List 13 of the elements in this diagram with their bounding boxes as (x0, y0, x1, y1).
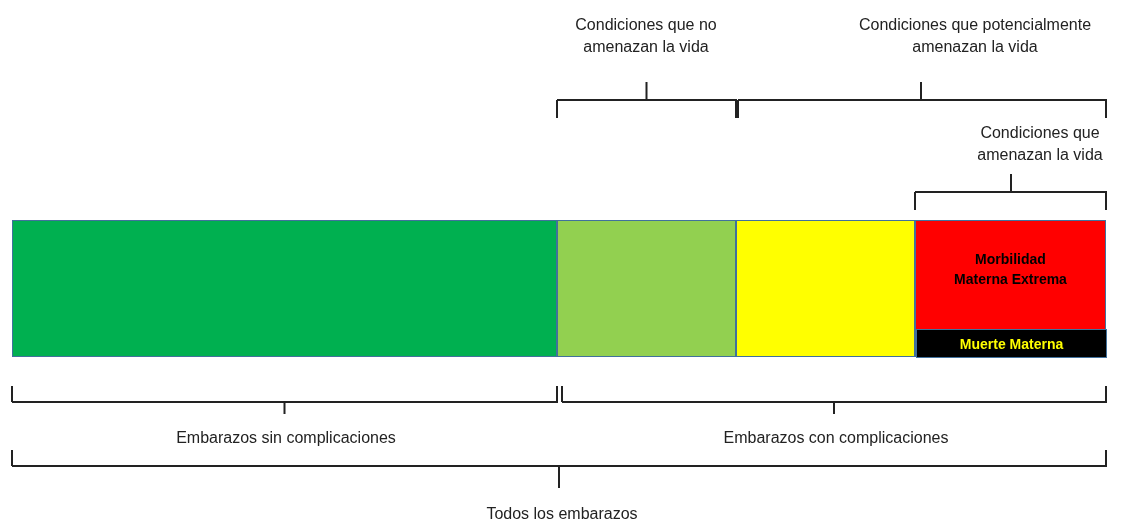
bar-segment (916, 329, 1107, 358)
bracket-label: Condiciones que no amenazan la vida (574, 15, 718, 57)
bar-segment (557, 220, 736, 357)
bar-segment (12, 220, 557, 357)
bracket-label: Embarazos con complicaciones (722, 428, 950, 448)
bar-segment (736, 220, 915, 357)
bracket-label: Todos los embarazos (485, 504, 639, 524)
bar-segment (915, 220, 1106, 357)
bracket-label: Condiciones que amenazan la vida (976, 123, 1104, 165)
segment-label: Morbilidad Materna Extrema (953, 250, 1068, 289)
bracket-label: Condiciones que potencialmente amenazan la vida (857, 15, 1093, 57)
segment-label: Muerte Materna (959, 335, 1064, 352)
bracket-label: Embarazos sin complicaciones (175, 428, 397, 448)
